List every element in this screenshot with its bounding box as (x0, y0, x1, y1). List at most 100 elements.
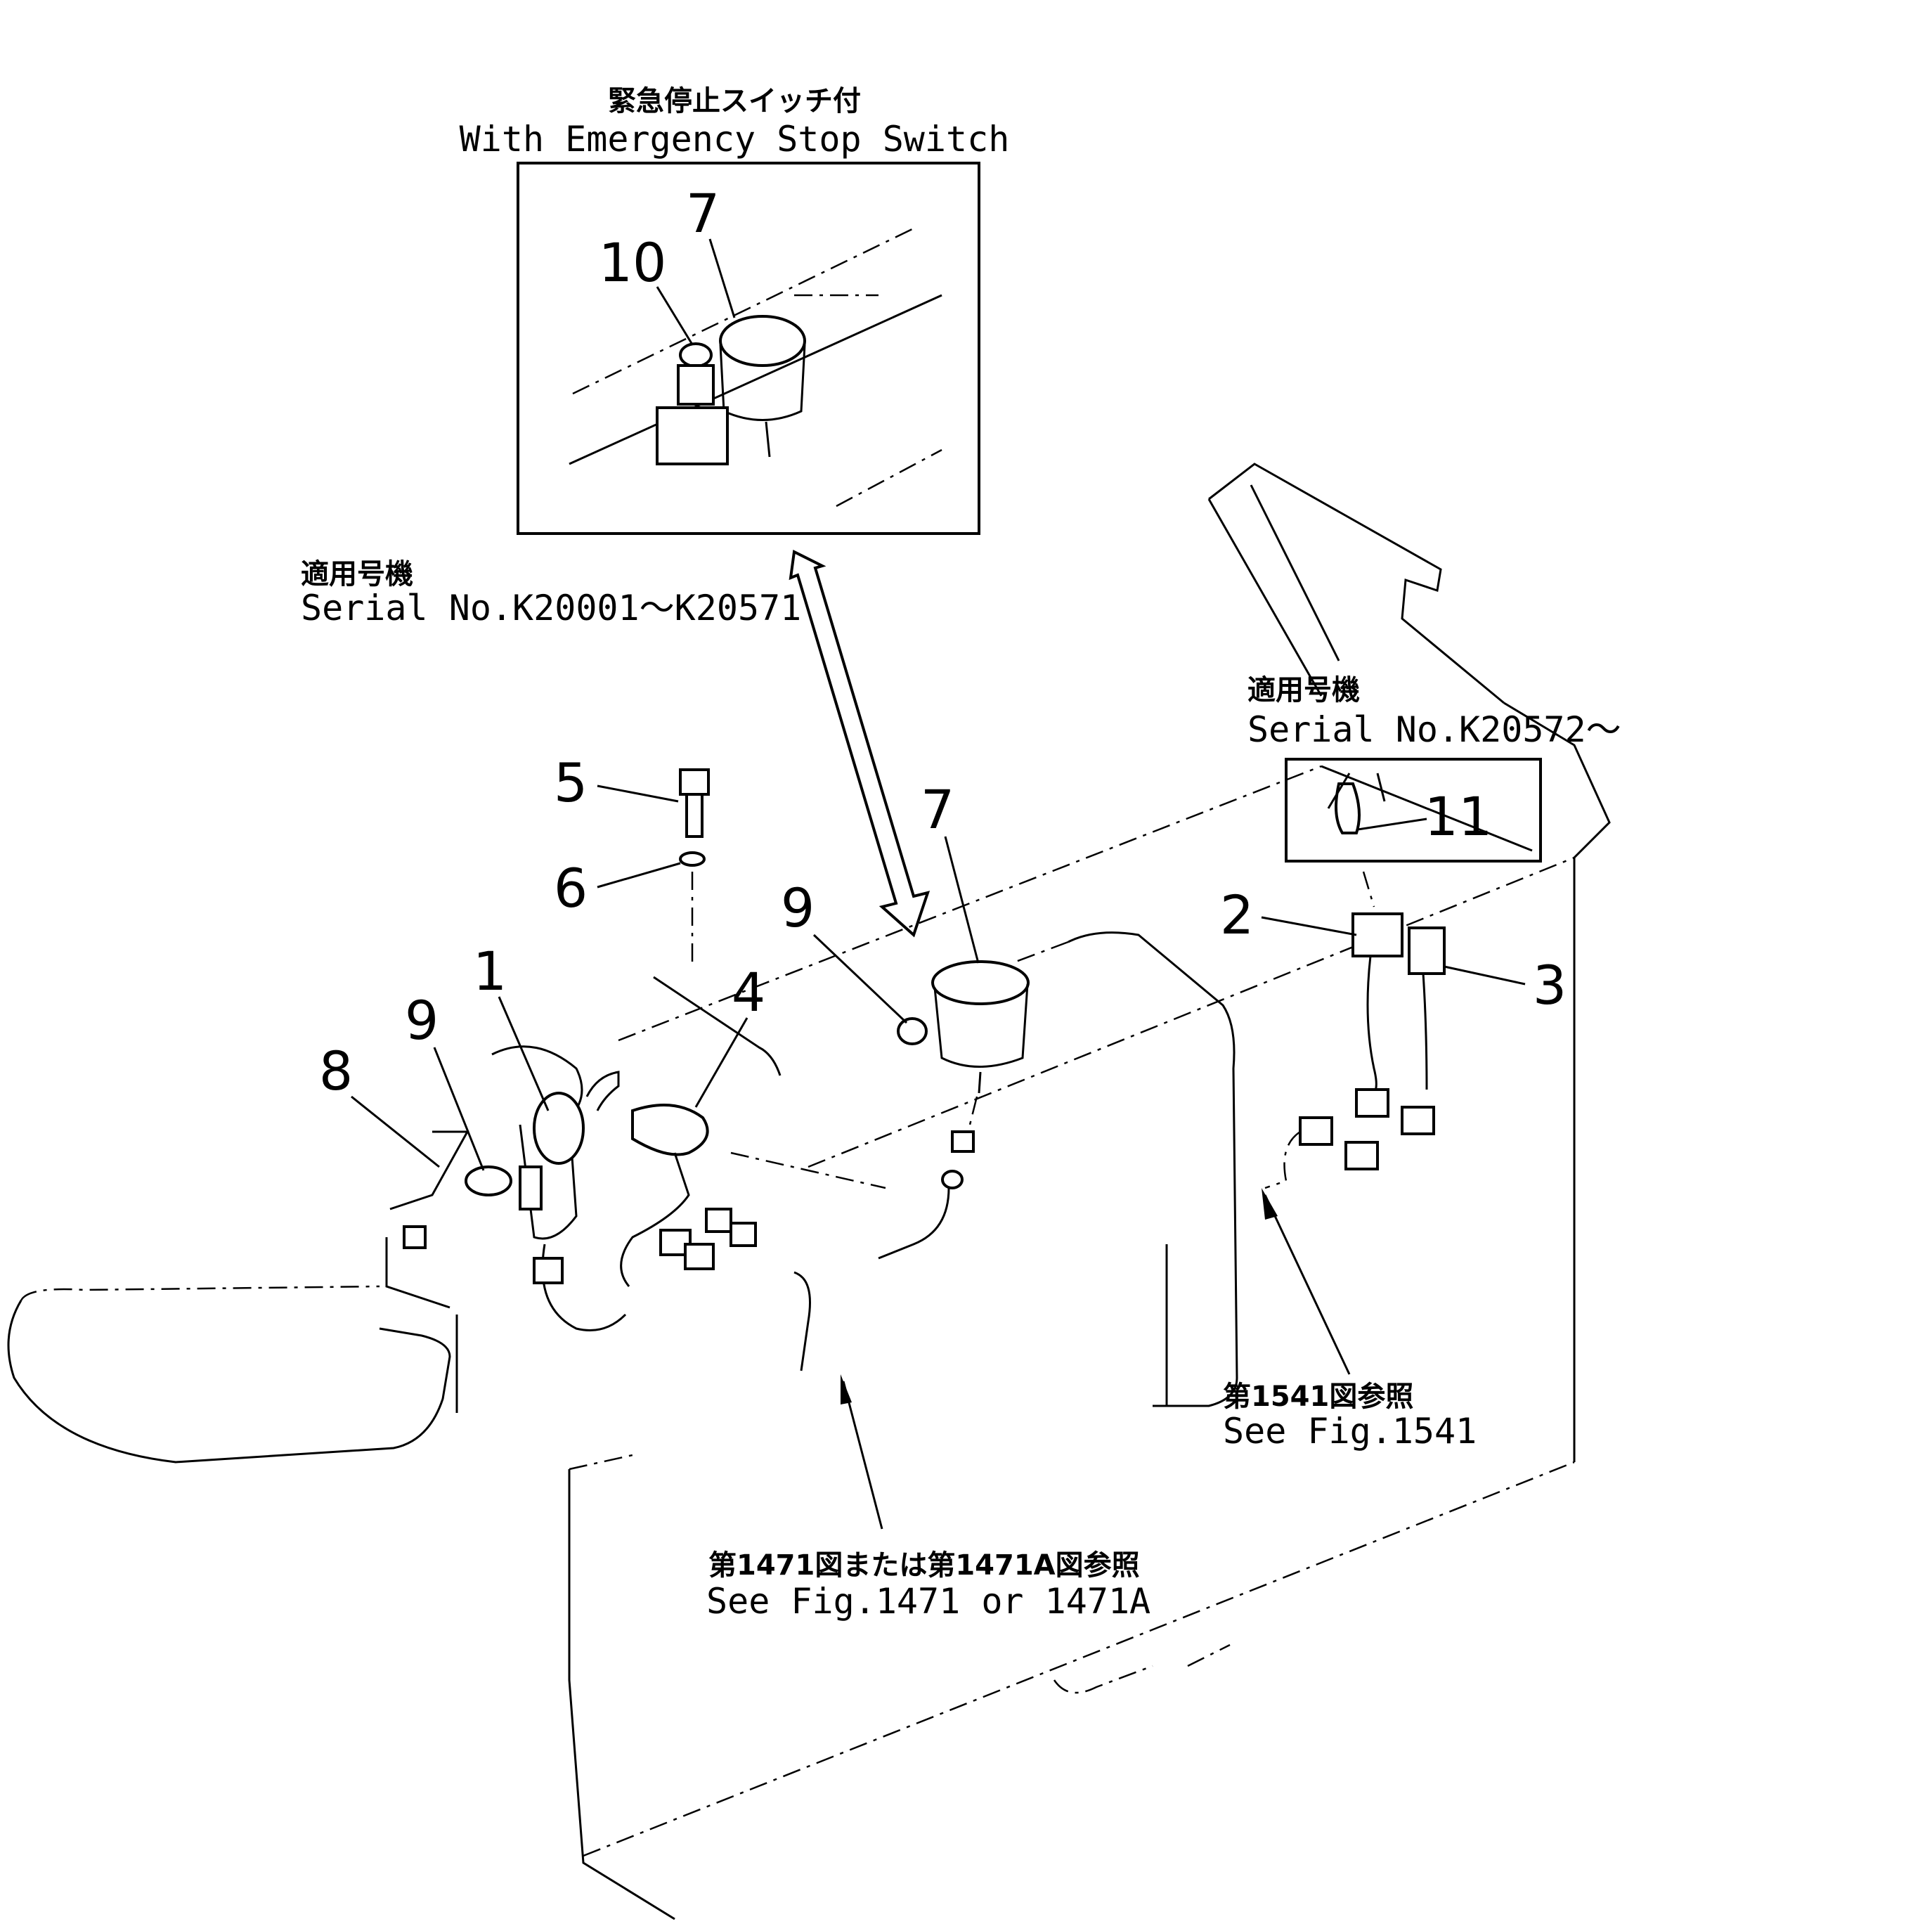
leader-line (1444, 965, 1526, 986)
connector (730, 1222, 757, 1247)
leader-line (597, 862, 681, 889)
ref-1471-jp: 第1471図または第1471A図参照 (708, 1549, 1140, 1582)
gauge-body (933, 983, 1029, 1068)
throttle-lever (631, 1104, 709, 1156)
leader-line (708, 238, 736, 318)
connector (1401, 1106, 1435, 1135)
leader-line (944, 836, 980, 964)
bolt-shank (685, 793, 704, 838)
callout-2: 2 (1220, 884, 1254, 946)
inset-panel-edge (836, 448, 942, 508)
switch-2 (1351, 912, 1403, 957)
armrest (7, 1300, 451, 1464)
ref-1541-jp: 第1541図参照 (1223, 1381, 1413, 1413)
leader-line (694, 1017, 748, 1108)
switch-terminal (519, 1165, 543, 1210)
ref-fig-1471: 第1471図または第1471A図参照 See Fig.1471 or 1471A (706, 1374, 1150, 1622)
part-switch-cluster (1264, 871, 1446, 1189)
gauge-connector (941, 1170, 964, 1189)
leader-line (597, 784, 679, 803)
inset-switch-base (677, 364, 715, 406)
callout-9-left: 9 (405, 989, 439, 1052)
bracket (389, 1130, 469, 1210)
inset-callout-10: 10 (599, 231, 667, 294)
callout-4: 4 (732, 961, 765, 1023)
ref-arrow-line (1264, 1194, 1351, 1375)
connector (705, 1208, 732, 1233)
ref-arrow-line (842, 1381, 883, 1530)
part-gauge-main (878, 960, 1030, 1260)
back-panel (1250, 484, 1340, 661)
control-stub (585, 1071, 620, 1111)
console-top-edge (1321, 765, 1533, 852)
bracket-bolt (403, 1225, 427, 1249)
machine-outline (7, 463, 1611, 1920)
serial-left-en: Serial No.K20001～K20571 (301, 588, 801, 628)
part-left-cluster (389, 768, 811, 1371)
bolt-head (679, 768, 710, 796)
knob-edge (1376, 773, 1386, 802)
back-panel (1208, 463, 1505, 704)
callout-7: 7 (921, 778, 954, 841)
serial-right-label: 適用号機 Serial No.K20572～ (1247, 674, 1621, 750)
cable-duct (793, 1271, 811, 1371)
leader-line (433, 1047, 485, 1171)
gauge-face (931, 960, 1030, 1005)
inset-gauge-stem (765, 421, 771, 458)
serial-right-frame (1285, 758, 1542, 863)
harness-dash (1264, 1130, 1301, 1189)
left-console (653, 976, 782, 1076)
ref-1541-en: See Fig.1541 (1223, 1411, 1477, 1452)
inset-callout-7: 7 (686, 182, 720, 245)
leader-line (656, 286, 694, 345)
front-body (569, 1454, 633, 1471)
inset-frame (517, 162, 980, 535)
inset-panel-edge (572, 227, 914, 395)
serial-left-label: 適用号機 Serial No.K20001～K20571 (301, 558, 801, 628)
callout-3: 3 (1533, 954, 1567, 1016)
leader-line (498, 996, 550, 1111)
inset-emergency-stop: 緊急停止スイッチ付 With Emergency Stop Switch 10 … (460, 85, 1009, 535)
switch-lever-cap (1335, 782, 1361, 834)
switch-body (491, 1045, 583, 1240)
connector (1299, 1116, 1333, 1146)
serial-left-jp: 適用号機 (301, 558, 413, 590)
leader-line (812, 934, 908, 1024)
connector (684, 1243, 715, 1270)
gauge-connector (951, 1130, 975, 1153)
leader-line (351, 1095, 440, 1168)
ref-fig-1541: 第1541図参照 See Fig.1541 (1223, 1188, 1477, 1452)
callouts: 1 2 3 4 5 6 7 8 9 9 11 (319, 751, 1567, 1171)
callout-9-gauge: 9 (781, 877, 815, 939)
right-side-panel (1503, 702, 1611, 1462)
bottom-edge (583, 1461, 1575, 1857)
grommet (897, 1017, 928, 1045)
switch-harness (1366, 955, 1377, 1098)
gauge-stem (978, 1071, 982, 1094)
callout-6: 6 (554, 857, 588, 919)
bottom-edge (1187, 1643, 1231, 1667)
inset-panel-edge (569, 294, 942, 465)
front-body (568, 1469, 675, 1920)
bracket-base (385, 1237, 450, 1309)
inset-switch-box (656, 406, 729, 465)
tank-body (1068, 931, 1238, 1407)
callout-1: 1 (473, 940, 507, 1002)
tank-body (1011, 941, 1069, 964)
connector (1344, 1141, 1379, 1170)
inset-serial-right (1285, 758, 1542, 863)
grommet (465, 1165, 512, 1196)
console-top-edge (808, 856, 1575, 1168)
washer (679, 851, 706, 867)
console-top-edge (618, 765, 1322, 1042)
callout-5: 5 (554, 751, 588, 814)
ref-arrowhead (1262, 1188, 1278, 1220)
switch-stalk (1362, 871, 1375, 908)
inset-stop-switch (679, 342, 713, 368)
ref-1471-en: See Fig.1471 or 1471A (706, 1581, 1150, 1622)
ref-arrowhead (841, 1374, 852, 1404)
switch-cylinder (533, 1092, 585, 1165)
connector (1355, 1088, 1389, 1118)
